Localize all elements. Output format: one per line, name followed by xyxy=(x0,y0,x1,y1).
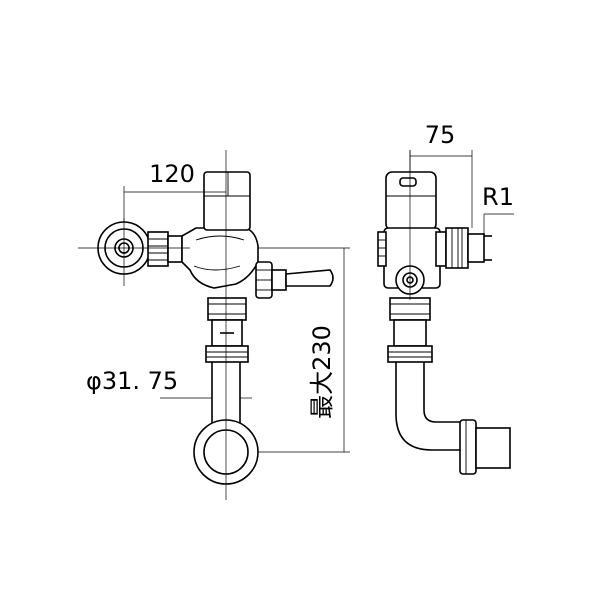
side-inlet-nut xyxy=(445,227,492,269)
dimension-max-height: 最大230 xyxy=(258,247,350,453)
side-outlet-nut-assembly xyxy=(387,297,433,363)
dimension-diameter-label: φ31. 75 xyxy=(86,367,178,395)
valve-body xyxy=(181,227,259,289)
side-top-cap xyxy=(385,171,437,231)
side-spud xyxy=(459,419,511,475)
dimension-max-height-label: 最大230 xyxy=(308,325,336,419)
radius-r1-label: R1 xyxy=(482,183,514,211)
side-valve-body xyxy=(377,227,447,295)
lever-handle xyxy=(255,261,334,299)
flush-pipe xyxy=(211,362,241,428)
outlet-nut-assembly xyxy=(205,297,249,363)
radius-r1: R1 xyxy=(482,183,514,234)
dimension-120-label: 120 xyxy=(149,160,195,188)
dimension-120: 120 xyxy=(123,160,226,222)
side-flush-pipe xyxy=(395,362,470,451)
dimension-diameter: φ31. 75 xyxy=(86,367,252,399)
top-cap xyxy=(203,171,251,231)
front-view xyxy=(78,150,334,500)
dimension-75-label: 75 xyxy=(425,121,456,149)
side-view xyxy=(377,150,511,475)
dimension-75: 75 xyxy=(409,121,473,228)
